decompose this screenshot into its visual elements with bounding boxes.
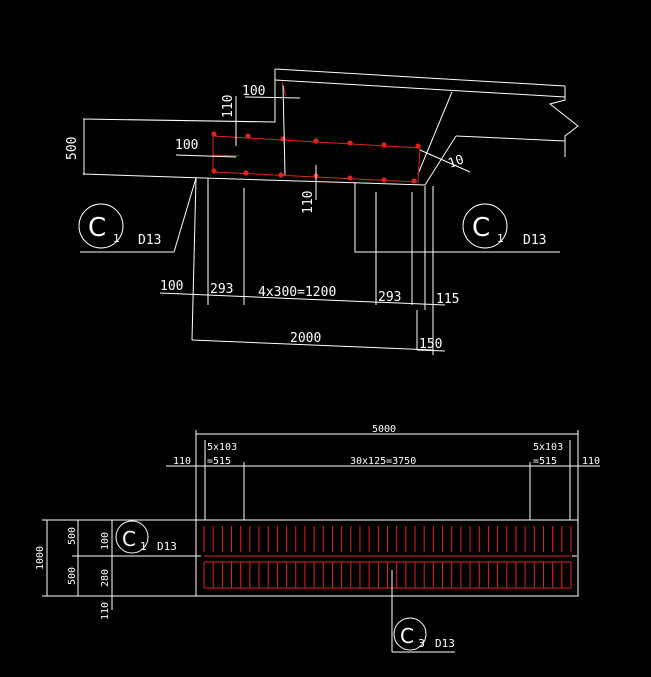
rebar-incline (417, 91, 453, 175)
dim-b293-right: 293 (378, 290, 401, 305)
dim-edge-right: 110 (582, 456, 600, 467)
right-callout-leader (354, 182, 560, 253)
plan-callout-c3-letter: C (400, 624, 414, 648)
plan-callout-c3-sub: 3 (418, 637, 425, 650)
slab-right-edge (455, 135, 566, 142)
dim-line-10 (419, 149, 471, 173)
slab-top-edge (274, 68, 566, 87)
callout-right-circle (462, 203, 508, 249)
dim-chain-line (159, 292, 446, 306)
plan-callout-c1-sub: 1 (140, 540, 147, 553)
dim-h280: 280 (100, 569, 111, 587)
dim-b115: 115 (436, 292, 459, 307)
cross-section: 100 110 500 100 10 110 100 293 4x300=120… (65, 68, 579, 355)
rebar-dots (211, 131, 421, 184)
rebar-hook (212, 154, 239, 157)
callout-left-leader (80, 177, 197, 253)
dim-100-top: 100 (242, 84, 265, 99)
slab-top-edge-inner (274, 79, 566, 98)
callout-right-sub: 1 (497, 232, 504, 245)
support-line-2 (191, 177, 197, 341)
plan-callout-c3-bar: D13 (435, 637, 455, 650)
plan-outline (195, 519, 579, 597)
dim-b4x300: 4x300=1200 (258, 285, 336, 300)
section-haunch (424, 135, 457, 186)
callout-right-letter: C (472, 213, 490, 243)
dim-500: 500 (65, 137, 80, 160)
dim-right-spacing: 5x103 (533, 442, 563, 453)
callout-left-sub: 1 (113, 232, 120, 245)
wall-bottom-edge (82, 173, 205, 179)
dim-line-100-top (244, 96, 301, 99)
dim-b150: 150 (419, 337, 442, 352)
dim-line-100-left (175, 154, 237, 158)
callout-left-circle (78, 203, 124, 249)
section-bottom-edge (203, 177, 426, 186)
dim-110-left: 110 (221, 95, 236, 118)
dim-left-spacing: 5x103 (207, 442, 237, 453)
dim-h500-bottom: 500 (67, 567, 78, 585)
dim-h100: 100 (100, 532, 111, 550)
dim-b293-left: 293 (210, 282, 233, 297)
dim-100-left: 100 (175, 138, 198, 153)
callout-right-bar: D13 (523, 233, 546, 248)
dim-h500-top: 500 (67, 527, 78, 545)
dim-2000-line (191, 339, 434, 351)
section-outline-right (548, 86, 579, 157)
dim-mid-spacing: 30x125=3750 (350, 456, 416, 467)
dim-150-line (416, 349, 446, 352)
dim-b100: 100 (160, 279, 183, 294)
dim-110-bottom: 110 (301, 191, 316, 214)
dim-5000: 5000 (372, 424, 396, 435)
dim-h110: 110 (100, 602, 111, 620)
dim-edge-left: 110 (173, 456, 191, 467)
plan-callout-c3-circle (393, 617, 427, 651)
plan-callout-c1-circle (115, 520, 149, 554)
dim-right-spacing-total: =515 (533, 456, 557, 467)
callout-left-letter: C (88, 213, 106, 243)
dim-b2000: 2000 (290, 331, 321, 346)
section-outline-top (82, 69, 276, 123)
rebar-mark (281, 81, 287, 97)
plan-callout-c1-letter: C (122, 527, 136, 551)
dim-height-total: 1000 (35, 546, 46, 570)
dim-left-spacing-total: =515 (207, 456, 231, 467)
plan-rebar-group (203, 526, 572, 589)
stirrup-vertical (282, 84, 286, 176)
dim-10: 10 (446, 152, 466, 171)
callout-left-bar: D13 (138, 233, 161, 248)
plan-view: 5000 5x103 =515 30x125=3750 5x103 =515 1… (35, 424, 600, 653)
plan-callout-c1-bar: D13 (157, 540, 177, 553)
